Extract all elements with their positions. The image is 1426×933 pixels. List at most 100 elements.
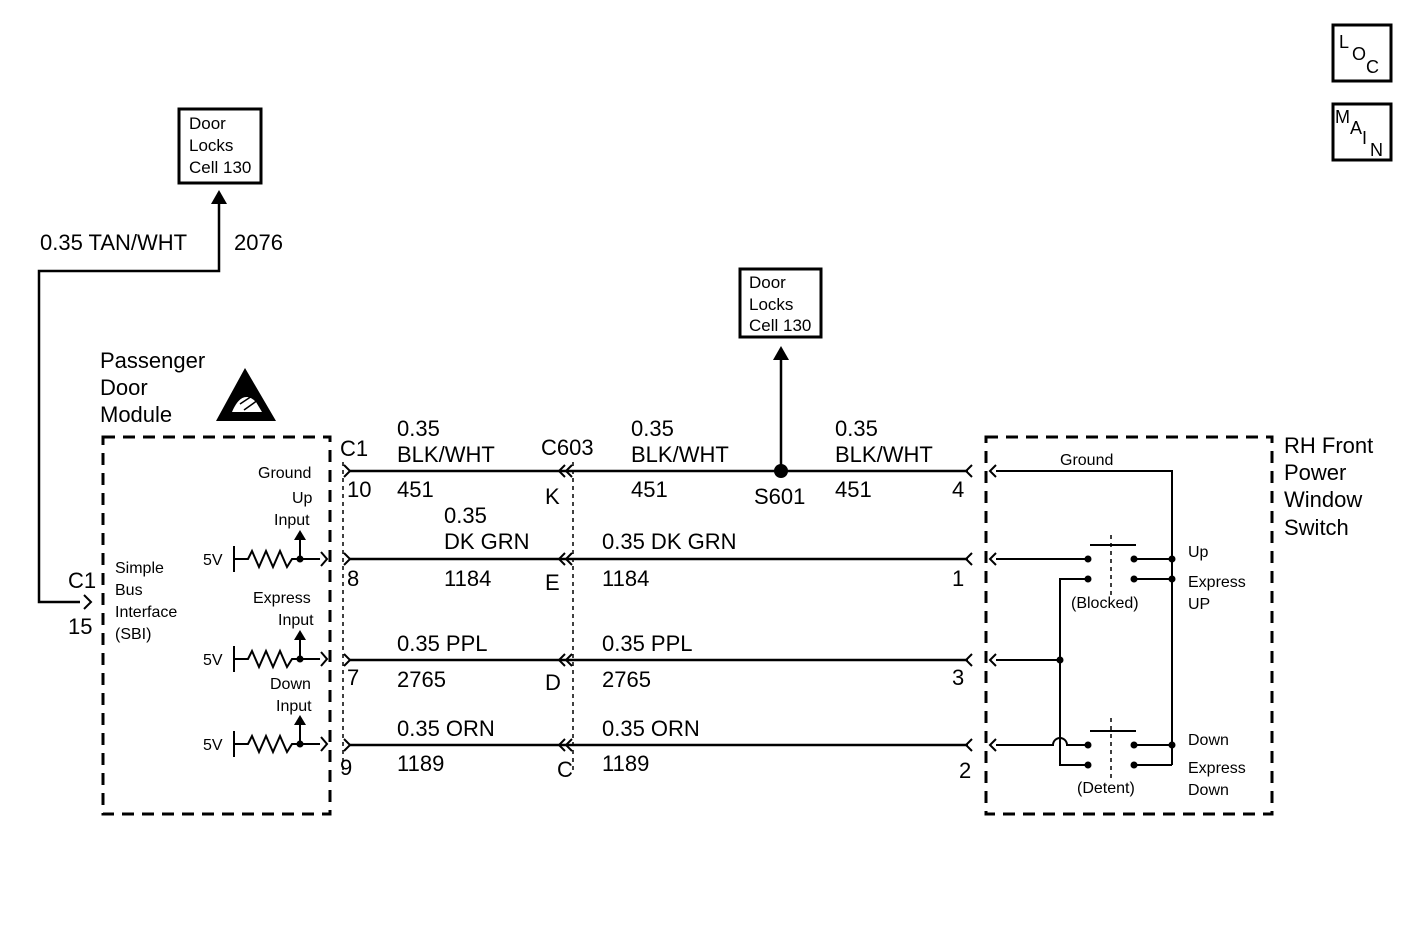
switch-title-1: RH Front — [1284, 433, 1373, 458]
express-input-1: Express — [253, 590, 311, 607]
switch-ground-bus — [996, 470, 1173, 765]
ref-mid-line2: Locks — [749, 295, 793, 314]
wm2-circuit: 1184 — [602, 566, 649, 591]
wm3-label: 0.35 PPL — [602, 631, 693, 656]
v5-label-down: 5V — [203, 737, 223, 754]
switch-up-label: Up — [1188, 544, 1209, 561]
up-input-1: Up — [292, 490, 313, 507]
wm1-circuit: 451 — [631, 477, 668, 502]
c603-label: C603 — [541, 435, 594, 460]
wl3-circuit: 2765 — [397, 667, 446, 692]
up-input-2: Input — [274, 512, 310, 529]
wm2-label: 0.35 DK GRN — [602, 529, 737, 554]
main-letter-a: A — [1350, 118, 1362, 138]
wr1-color: BLK/WHT — [835, 442, 933, 467]
c603-pin-c: C — [557, 757, 573, 782]
switch-title-2: Power — [1284, 460, 1346, 485]
module-ground-label: Ground — [258, 465, 311, 482]
module-title-1: Passenger — [100, 348, 205, 373]
tan-wire-label: 0.35 TAN/WHT — [40, 230, 187, 255]
connector-chevron-icon — [83, 594, 93, 610]
wl2-circuit: 1184 — [444, 566, 491, 591]
wm1-color: BLK/WHT — [631, 442, 729, 467]
switch-express-up-1: Express — [1188, 574, 1246, 591]
wire-1184 — [343, 552, 973, 566]
sbi-line4: (SBI) — [115, 626, 151, 643]
arrow-up-icon — [773, 346, 789, 360]
module-c1-left: C1 — [68, 568, 96, 593]
main-letter-m: M — [1335, 107, 1350, 127]
wire-1189 — [343, 738, 973, 752]
loc-letter-o: O — [1352, 44, 1366, 64]
sbi-line1: Simple — [115, 560, 164, 577]
wl1-circuit: 451 — [397, 477, 434, 502]
v5-label-up: 5V — [203, 552, 223, 569]
loc-letter-c: C — [1366, 57, 1379, 77]
wm4-label: 0.35 ORN — [602, 716, 700, 741]
switch-pin-2: 2 — [959, 758, 971, 783]
ref-top-line3: Cell 130 — [189, 158, 251, 177]
wire-2765 — [343, 653, 973, 667]
switch-pin-1: 1 — [952, 566, 964, 591]
switch-detent-label: (Detent) — [1077, 780, 1135, 797]
express-tap-dot — [1056, 656, 1064, 664]
door-locks-ref-mid[interactable]: Door Locks Cell 130 — [738, 267, 823, 339]
switch-blocked-label: (Blocked) — [1071, 595, 1139, 612]
splice-label: S601 — [754, 484, 805, 509]
esd-warning-icon — [216, 368, 276, 421]
switch-pin-3: 3 — [952, 665, 964, 690]
down-input-1: Down — [270, 676, 311, 693]
wl4-label: 0.35 ORN — [397, 716, 495, 741]
wl3-label: 0.35 PPL — [397, 631, 488, 656]
module-pin-10: 10 — [347, 477, 371, 502]
wl2-size: 0.35 — [444, 503, 487, 528]
up-switch-contacts — [996, 535, 1176, 766]
module-title-3: Module — [100, 402, 172, 427]
ref-mid-line1: Door — [749, 273, 786, 292]
c603-pin-d: D — [545, 670, 561, 695]
door-locks-ref-top[interactable]: Door Locks Cell 130 — [177, 107, 263, 185]
switch-entry-chevrons-icon — [988, 464, 997, 752]
switch-title-3: Window — [1284, 487, 1362, 512]
module-pin-8: 8 — [347, 566, 359, 591]
c603-pin-k: K — [545, 484, 560, 509]
module-internal-chevrons-icon — [320, 551, 329, 752]
ref-top-line2: Locks — [189, 136, 233, 155]
express-input-2: Input — [278, 612, 314, 629]
module-pin-9: 9 — [340, 755, 352, 780]
main-letter-i: I — [1362, 128, 1367, 148]
module-c1-right: C1 — [340, 436, 368, 461]
tan-wht-wire — [37, 199, 221, 604]
wm1-size: 0.35 — [631, 416, 674, 441]
pullup-resistor-down: 5V — [203, 715, 320, 757]
switch-title-4: Switch — [1284, 515, 1349, 540]
switch-express-up-2: UP — [1188, 596, 1210, 613]
rh-front-power-window-switch-box — [984, 435, 1274, 816]
pullup-resistor-up: 5V — [203, 530, 320, 572]
v5-label-express: 5V — [203, 652, 223, 669]
ref-mid-line3: Cell 130 — [749, 316, 811, 335]
switch-express-down-1: Express — [1188, 760, 1246, 777]
down-input-2: Input — [276, 698, 312, 715]
wl1-size: 0.35 — [397, 416, 440, 441]
wire-451 — [343, 464, 973, 478]
module-pin-7: 7 — [347, 665, 359, 690]
main-button[interactable]: M A I N — [1331, 102, 1393, 162]
tan-wire-circuit: 2076 — [234, 230, 283, 255]
switch-ground-label: Ground — [1060, 452, 1113, 469]
arrow-up-icon — [211, 190, 227, 204]
switch-down-label: Down — [1188, 732, 1229, 749]
wr1-circuit: 451 — [835, 477, 872, 502]
splice-s601-dot — [774, 464, 788, 478]
sbi-line2: Bus — [115, 582, 143, 599]
c603-pin-e: E — [545, 570, 560, 595]
down-switch-contacts — [996, 718, 1176, 780]
wm4-circuit: 1189 — [602, 751, 649, 776]
wl4-circuit: 1189 — [397, 751, 444, 776]
wm3-circuit: 2765 — [602, 667, 651, 692]
sbi-line3: Interface — [115, 604, 177, 621]
loc-button[interactable]: L O C — [1331, 23, 1393, 83]
switch-pin-4: 4 — [952, 477, 964, 502]
main-letter-n: N — [1370, 140, 1383, 160]
